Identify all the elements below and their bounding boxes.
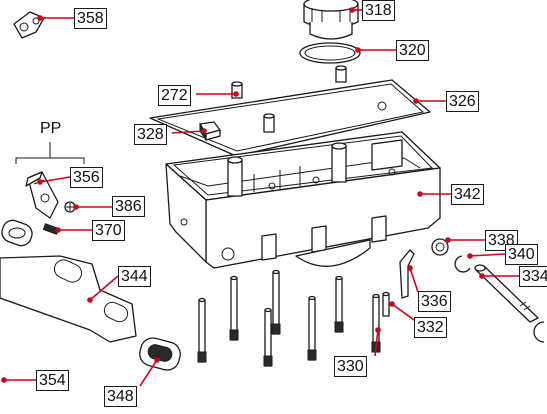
part-356-bracket xyxy=(25,171,59,219)
part-342-housing xyxy=(165,131,441,269)
callout-272: 272 xyxy=(158,85,191,106)
leader-lines xyxy=(1,7,519,387)
part-326-gasket xyxy=(149,79,431,157)
callout-330: 330 xyxy=(334,356,367,377)
callout-318: 318 xyxy=(362,0,395,21)
callout-356: 356 xyxy=(70,167,103,188)
part-pin-center xyxy=(263,113,275,133)
callout-334: 334 xyxy=(519,266,547,287)
callout-336: 336 xyxy=(418,291,451,312)
callout-348: 348 xyxy=(104,386,137,407)
callout-340: 340 xyxy=(505,244,538,265)
part-332-screw xyxy=(382,291,390,317)
part-272-pin xyxy=(231,81,243,99)
group-label-pp: PP xyxy=(40,120,62,137)
part-344-plate xyxy=(0,255,137,343)
part-318-cap xyxy=(303,0,359,40)
part-336-clip xyxy=(399,249,415,299)
callout-328: 328 xyxy=(134,124,167,145)
callout-370: 370 xyxy=(92,220,125,241)
part-348-grommet xyxy=(139,337,181,371)
part-340-ring xyxy=(454,255,471,273)
part-standoff xyxy=(335,65,347,83)
callout-332: 332 xyxy=(414,317,447,338)
part-338-washer xyxy=(431,238,449,256)
part-washer-left xyxy=(1,219,33,247)
part-320-o-ring xyxy=(299,42,361,64)
callout-326: 326 xyxy=(446,91,479,112)
part-358-bracket xyxy=(13,11,45,39)
callout-342: 342 xyxy=(451,184,484,205)
callout-320: 320 xyxy=(396,40,429,61)
callout-344: 344 xyxy=(118,266,151,287)
callout-386: 386 xyxy=(112,196,145,217)
callout-354: 354 xyxy=(36,370,69,391)
part-snap-ring-right xyxy=(533,321,545,343)
part-330-screws xyxy=(197,269,381,367)
callout-358: 358 xyxy=(74,8,107,29)
part-334-shaft xyxy=(474,264,539,323)
group-pp-bracket xyxy=(15,142,85,164)
